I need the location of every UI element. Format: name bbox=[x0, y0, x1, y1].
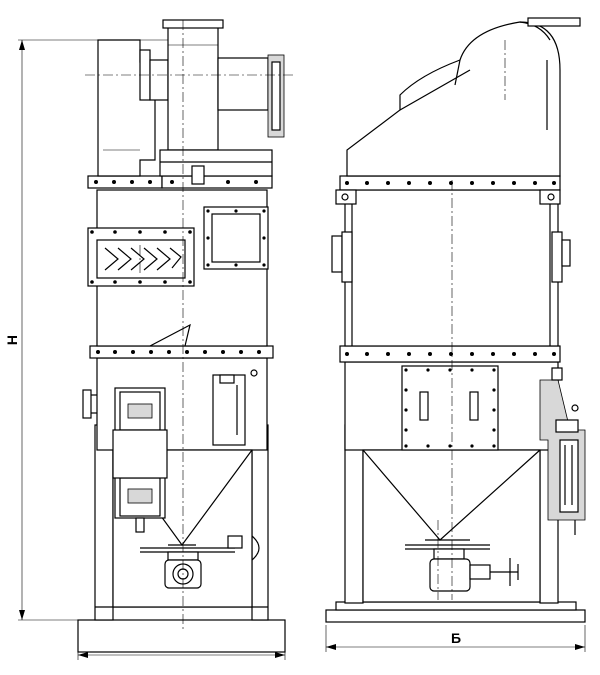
side-lifting-lug-left bbox=[335, 189, 357, 205]
front-view bbox=[77, 19, 295, 653]
front-level-gauge bbox=[212, 374, 246, 446]
front-base-plate bbox=[77, 619, 286, 653]
front-left-leg bbox=[94, 424, 114, 621]
side-handle-left bbox=[331, 235, 343, 273]
height-dimension: H bbox=[4, 39, 170, 621]
side-base-plate bbox=[325, 609, 586, 623]
width-side-label: Б bbox=[451, 630, 461, 646]
front-mid-flange bbox=[89, 345, 274, 359]
front-right-leg bbox=[251, 424, 269, 621]
side-view bbox=[325, 17, 586, 623]
side-left-leg bbox=[344, 424, 364, 604]
side-upper-body bbox=[344, 189, 559, 347]
side-fan-hood bbox=[346, 21, 561, 177]
side-lifting-lug-right bbox=[539, 189, 561, 205]
front-motor bbox=[217, 57, 269, 111]
width-side-dimension: Б bbox=[325, 625, 586, 652]
side-rotary-valve bbox=[429, 558, 471, 592]
front-fan-outlet bbox=[167, 24, 219, 151]
height-label: H bbox=[4, 335, 20, 345]
side-inspection-plate bbox=[401, 365, 499, 451]
